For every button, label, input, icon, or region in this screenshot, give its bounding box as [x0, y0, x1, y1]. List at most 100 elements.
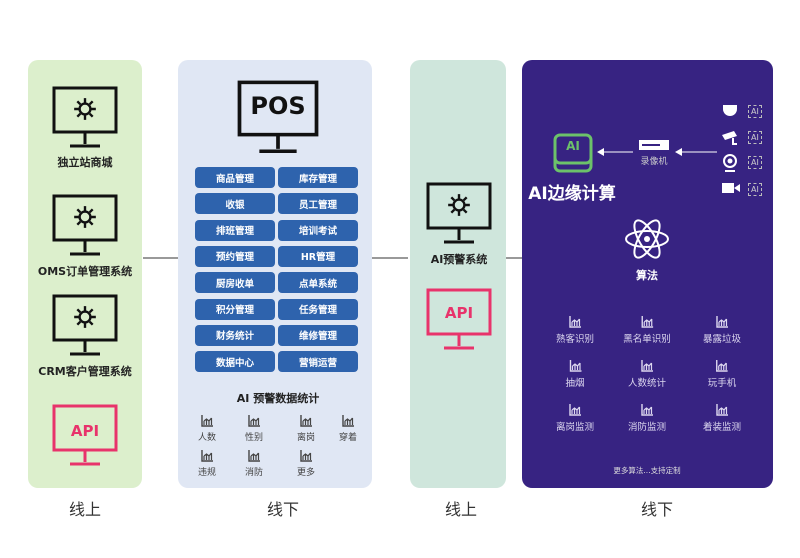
edge-title: AI边缘计算 [528, 184, 616, 204]
stat-item: 违规 [198, 450, 216, 478]
module-button[interactable]: 培训考试 [278, 219, 358, 241]
recorder-icon [639, 140, 669, 150]
module-button[interactable]: 营销运营 [278, 351, 358, 373]
api-monitor-icon [426, 288, 492, 350]
system-label-mall: 独立站商城 [57, 156, 113, 169]
chart-icon [641, 404, 653, 416]
module-button[interactable]: 库存管理 [278, 167, 358, 188]
api-monitor-icon [52, 404, 118, 466]
algorithm-item: 人数统计 [628, 360, 666, 389]
monitor-gear-icon [52, 294, 118, 358]
algorithm-label: 抽烟 [565, 378, 585, 389]
algorithm-label: 玩手机 [707, 378, 737, 389]
chart-icon [716, 360, 728, 372]
stat-item: 穿着 [339, 415, 357, 443]
stat-item: 更多 [297, 450, 315, 478]
chart-icon [201, 415, 213, 427]
ai-edge-panel [522, 60, 773, 488]
module-button[interactable]: 积分管理 [195, 298, 275, 320]
ai-tag: AI [748, 156, 762, 169]
pos-label: POS [250, 92, 306, 120]
chart-icon [641, 316, 653, 328]
algorithm-item: 玩手机 [707, 360, 737, 389]
chart-icon [300, 450, 312, 462]
module-button[interactable]: 员工管理 [278, 193, 358, 215]
algorithm-label: 熟客识别 [555, 334, 595, 345]
module-button[interactable]: 厨房收单 [195, 272, 275, 294]
stat-label: 违规 [197, 468, 217, 478]
recorder-label: 录像机 [640, 157, 668, 167]
chart-icon [569, 360, 581, 372]
monitor-gear-icon [52, 86, 118, 150]
chart-icon [716, 404, 728, 416]
footer-online-2: 线上 [444, 500, 478, 519]
footer-online: 线上 [68, 500, 102, 519]
ai-chip-label: AI [566, 139, 580, 153]
algorithm-item: 熟客识别 [556, 316, 594, 345]
video-camera-icon [722, 183, 740, 193]
dome-camera-icon [723, 105, 737, 116]
module-button[interactable]: 任务管理 [278, 298, 358, 320]
cctv-camera-icon [722, 131, 737, 145]
chart-icon [300, 415, 312, 427]
system-label-crm: CRM客户管理系统 [38, 365, 132, 378]
module-button[interactable]: 排班管理 [195, 219, 275, 241]
module-button[interactable]: 财务统计 [195, 324, 275, 346]
chart-icon [716, 316, 728, 328]
stat-label: 人数 [197, 433, 217, 443]
stat-label: 性别 [244, 433, 264, 443]
algorithm-item: 暴露垃圾 [703, 316, 741, 345]
monitor-gear-icon [426, 182, 492, 246]
module-button[interactable]: 收银 [195, 193, 275, 215]
algorithm-label: 离岗监测 [555, 422, 595, 433]
chart-icon [248, 415, 260, 427]
stat-label: 离岗 [296, 433, 316, 443]
arrow-left-icon [675, 148, 717, 156]
chart-icon [248, 450, 260, 462]
algorithm-label: 人数统计 [627, 378, 667, 389]
module-button[interactable]: HR管理 [278, 245, 358, 267]
module-button[interactable]: 预约管理 [195, 245, 275, 267]
ai-warning-panel [410, 60, 506, 488]
algorithm-label: 算法 [636, 269, 658, 282]
algorithm-item: 黑名单识别 [623, 316, 671, 345]
algorithm-label: 黑名单识别 [623, 334, 671, 345]
ai-tag: AI [748, 183, 762, 196]
ai-warning-system-label: AI预警系统 [430, 253, 488, 266]
stat-item: 消防 [245, 450, 263, 478]
webcam-icon [723, 154, 737, 172]
chart-icon [342, 415, 354, 427]
stat-item: 性别 [245, 415, 263, 443]
stat-item: 人数 [198, 415, 216, 443]
ai-tag: AI [748, 131, 762, 144]
footer-offline-2: 线下 [640, 500, 674, 519]
stat-label: 更多 [296, 468, 316, 478]
module-button[interactable]: 点单系统 [278, 272, 358, 294]
arrow-left-icon [597, 148, 633, 156]
ai-tag: AI [748, 105, 762, 118]
module-button[interactable]: 商品管理 [195, 167, 275, 188]
api-label: API [444, 304, 474, 322]
footer-offline: 线下 [266, 500, 300, 519]
algorithm-item: 离岗监测 [556, 404, 594, 433]
chart-icon [569, 404, 581, 416]
stat-item: 离岗 [297, 415, 315, 443]
stat-label: 消防 [244, 468, 264, 478]
more-algorithms-text: 更多算法...支持定制 [613, 466, 681, 475]
atom-icon [625, 219, 669, 259]
api-label: API [70, 422, 100, 440]
module-button[interactable]: 维修管理 [278, 324, 358, 346]
monitor-gear-icon [52, 194, 118, 258]
algorithm-label: 消防监测 [627, 422, 667, 433]
stats-title: AI 预警数据统计 [236, 392, 320, 405]
algorithm-label: 着装监测 [702, 422, 742, 433]
chart-icon [201, 450, 213, 462]
algorithm-item: 消防监测 [628, 404, 666, 433]
algorithm-item: 着装监测 [703, 404, 741, 433]
chart-icon [641, 360, 653, 372]
module-button[interactable]: 数据中心 [195, 351, 275, 373]
chart-icon [569, 316, 581, 328]
stat-label: 穿着 [338, 433, 358, 443]
algorithm-label: 暴露垃圾 [702, 334, 742, 345]
ai-chip-icon [553, 133, 593, 173]
